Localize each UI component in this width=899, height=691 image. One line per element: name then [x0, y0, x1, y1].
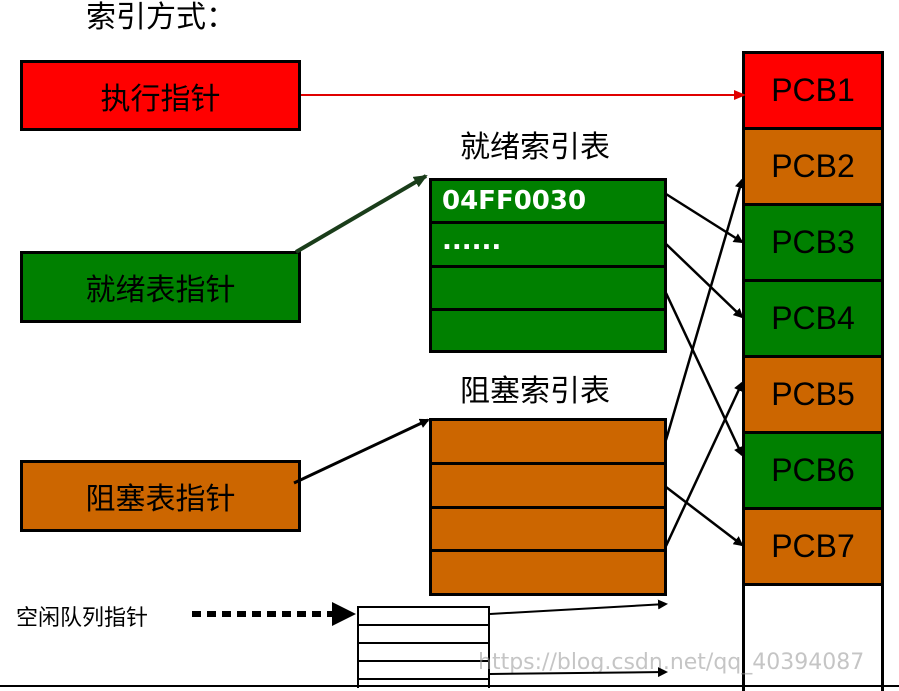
arrow-blocked-row2 [665, 486, 744, 547]
ready-index-table: 04FF0030 ...... [429, 178, 667, 353]
ready-table-row [432, 268, 664, 311]
ready-table-row: 04FF0030 [432, 181, 664, 224]
pcb-1: PCB1 [745, 54, 881, 130]
diagram-title: 索引方式： [86, 0, 236, 35]
ready-table-row: ...... [432, 224, 664, 268]
blocked-index-table [429, 418, 667, 596]
pcb-2: PCB2 [745, 130, 881, 206]
free-pointer-label: 空闲队列指针 [16, 606, 149, 631]
arrow-free-row1 [489, 599, 668, 615]
arrow-blocked-pointer [293, 418, 430, 485]
blocked-pointer-box: 阻塞表指针 [20, 460, 301, 532]
arrow-ready-row2 [665, 243, 744, 319]
pcb-column: PCB1 PCB2 PCB3 PCB4 PCB5 PCB6 PCB7 [742, 51, 884, 691]
pcb-4: PCB4 [745, 282, 881, 358]
arrow-ready-row3 [664, 292, 744, 457]
blocked-table-row [432, 421, 664, 465]
arrow-free-pointer-head [332, 602, 356, 626]
arrow-ready-row1 [665, 192, 744, 244]
pcb-3: PCB3 [745, 206, 881, 282]
pcb-5: PCB5 [745, 358, 881, 434]
blocked-pointer-label: 阻塞表指针 [85, 482, 236, 517]
free-queue-table [357, 606, 490, 688]
ready-table-label: 就绪索引表 [460, 130, 610, 165]
free-queue-row [359, 644, 488, 662]
exec-pointer-label: 执行指针 [100, 81, 221, 117]
watermark: https://blog.csdn.net/qq_40394087 [478, 650, 865, 675]
pcb-6: PCB6 [745, 434, 881, 510]
ready-pointer-label: 就绪表指针 [85, 273, 236, 308]
blocked-table-label: 阻塞索引表 [460, 374, 610, 409]
arrow-blocked-row1 [664, 178, 745, 441]
blocked-table-row [432, 465, 664, 509]
exec-pointer-box: 执行指针 [20, 60, 301, 131]
free-queue-row [359, 662, 488, 680]
arrow-free-row2 [489, 667, 668, 678]
ready-pointer-box: 就绪表指针 [20, 251, 301, 323]
arrow-ready-pointer [294, 174, 428, 254]
free-queue-row [359, 608, 488, 626]
free-queue-row [359, 626, 488, 644]
pcb-7: PCB7 [745, 510, 881, 586]
arrow-blocked-row3 [664, 381, 744, 547]
blocked-table-row [432, 509, 664, 553]
